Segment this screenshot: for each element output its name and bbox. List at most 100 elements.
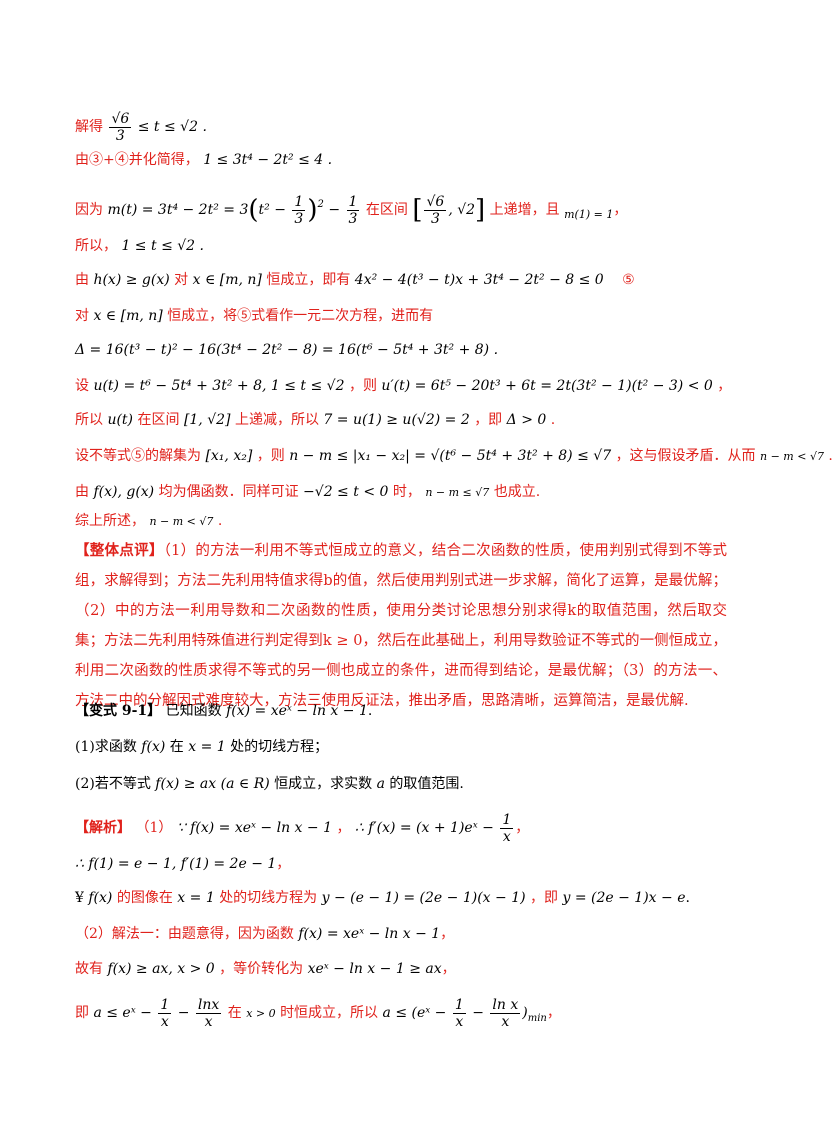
frac-den: x — [502, 828, 511, 845]
frac-den: x — [455, 1013, 464, 1030]
solution-line-5: 故有 f(x) ≥ ax, x > 0 ，等价转化为 xeˣ − ln x − … — [75, 959, 456, 979]
text-method1: （2）解法一：由题意得，因为函数 — [75, 926, 294, 942]
math-range: 1 ≤ t ≤ √2 . — [121, 238, 204, 254]
variant-label: 【变式 9-1】 — [75, 703, 162, 719]
math-inequality: ≤ t ≤ √2 . — [137, 119, 207, 135]
question-1: (1)求函数 f(x) 在 x = 1 处的切线方程； — [75, 737, 328, 757]
text-q1: (1)求函数 — [75, 739, 137, 755]
subscript-min: min — [527, 1013, 547, 1024]
text-comma: ， — [441, 961, 456, 977]
frac-num: ln x — [490, 996, 521, 1014]
paren-close: ) — [307, 195, 318, 225]
text-hence: 故有 — [75, 961, 103, 977]
text-tangent-eq: 处的切线方程为 — [219, 890, 318, 906]
text-dui: 对 — [174, 272, 189, 288]
text-ji: 即 — [75, 1005, 89, 1021]
solution-line-2: ∴ f(1) = e − 1, f′(1) = 2e − 1， — [75, 854, 290, 874]
math-x-in-mn-2: x ∈ [m, n] — [93, 308, 163, 324]
math-a: a — [376, 776, 385, 792]
text-range: 的取值范围. — [389, 776, 464, 792]
text-increasing: 上递增，且 — [489, 202, 560, 218]
yen-symbol: ¥ — [75, 890, 84, 906]
math-u-prime: u′(t) = 6t⁵ − 20t³ + 6t = 2t(3t² − 1)(t²… — [381, 378, 713, 394]
text-treat: 恒成立，将⑤式看作一元二次方程，进而有 — [167, 308, 434, 324]
text-comma: ， — [336, 820, 351, 836]
even-function-line: 由 f(x), g(x) 均为偶函数．同样可证 −√2 ≤ t < 0 时， n… — [75, 482, 540, 503]
math-x-in-mn: x ∈ [m, n] — [192, 272, 262, 288]
frac-den: x — [501, 1013, 510, 1030]
overall-review: 【整体点评】（1）的方法一利用不等式恒成立的意义，结合二次函数的性质，使用判别式… — [75, 536, 727, 716]
combine-line: 由③+④并化简得， 1 ≤ 3t⁴ − 2t² ≤ 4 . — [75, 150, 332, 170]
math-minus: − — [467, 1005, 489, 1021]
decreasing-line: 所以 u(t) 在区间 [1, √2] 上递减，所以 7 = u(1) ≥ u(… — [75, 410, 555, 430]
bracket-close: ] — [475, 195, 486, 225]
text-comma: ， — [717, 378, 732, 394]
text-always: 恒成立，即有 — [266, 272, 351, 288]
text-period: . — [367, 703, 373, 719]
frac-num: 1 — [500, 811, 514, 829]
math-u: u(t) — [107, 412, 134, 428]
delta-line: Δ = 16(t³ − t)² − 16(3t⁴ − 2t² − 8) = 16… — [75, 340, 498, 360]
text-because: 因为 — [75, 202, 103, 218]
text-period: . — [685, 890, 690, 906]
text-always-so: 时恒成立，所以 — [280, 1005, 379, 1021]
text-comma: ， — [276, 856, 291, 872]
solution-set-line: 设不等式⑤的解集为 [x₁, x₂] ，则 n − m ≤ |x₁ − x₂| … — [75, 446, 833, 467]
math-a-le-min: a ≤ (eˣ − — [382, 1005, 451, 1021]
solution-line-1: 【解析】 （1） ∵ f(x) = xeˣ − ln x − 1 ， ∴ f′(… — [75, 808, 529, 848]
text-summary: 综上所述， — [75, 513, 145, 529]
solution-line-3: ¥ f(x) 的图像在 x = 1 处的切线方程为 y − (e − 1) = … — [75, 888, 690, 908]
circled-five: ⑤ — [622, 272, 635, 288]
text-zai: 在 — [169, 739, 184, 755]
text-you: 由 — [75, 272, 89, 288]
text-ji: ，即 — [530, 890, 559, 906]
text-part1: （1） — [135, 820, 173, 836]
math-x1: x = 1 — [188, 739, 226, 755]
frac-num: 1 — [158, 996, 172, 1014]
analysis-label: 【解析】 — [75, 820, 131, 836]
text-period: . — [828, 448, 833, 464]
text-jiede: 解得 — [75, 119, 103, 135]
frac-num: 1 — [292, 193, 306, 211]
math-function-def-2: f(x) = xeˣ − ln x − 1 — [298, 926, 441, 942]
math-x-pos: x > 0 — [246, 1007, 276, 1020]
text-find: 恒成立，求实数 — [274, 776, 373, 792]
math-function-def: f(x) = xeˣ − ln x − 1 — [226, 703, 368, 719]
frac-den: 3 — [115, 127, 125, 144]
frac-den: 3 — [294, 210, 304, 227]
frac-den: x — [204, 1013, 213, 1030]
math-minus: − — [173, 1005, 194, 1021]
treat-line: 对 x ∈ [m, n] 恒成立，将⑤式看作一元二次方程，进而有 — [75, 306, 433, 326]
text-tangent: 处的切线方程； — [230, 739, 329, 755]
frac-den: 3 — [430, 210, 440, 227]
text-you: 由 — [75, 484, 89, 500]
text-comma: ， — [515, 820, 530, 836]
text-contradiction: ，这与假设矛盾．从而 — [615, 448, 756, 464]
math-ineq-x-pos: f(x) ≥ ax, x > 0 — [107, 961, 215, 977]
text-graph: 的图像在 — [116, 890, 173, 906]
math-x1: x = 1 — [177, 890, 215, 906]
text-period: . — [550, 412, 556, 428]
math-delta: Δ = 16(t³ − t)² − 16(3t⁴ − 2t² − 8) = 16… — [75, 342, 499, 358]
summary-line: 综上所述， n − m < √7 . — [75, 511, 222, 532]
math-m-of-t: m(t) = 3t⁴ − 2t² = 3 — [107, 202, 249, 218]
math-u-values: 7 = u(1) ≥ u(√2) = 2 — [323, 412, 470, 428]
text-combine: 由③+④并化简得， — [75, 152, 199, 168]
math-since: ∵ f(x) = xeˣ − ln x − 1 — [176, 820, 332, 836]
question-2: (2)若不等式 f(x) ≥ ax (a ∈ R) 恒成立，求实数 a 的取值范… — [75, 774, 464, 794]
text-interval: 在区间 — [137, 412, 180, 428]
frac-num: lnx — [195, 996, 222, 1014]
solution-line-4: （2）解法一：由题意得，因为函数 f(x) = xeˣ − ln x − 1， — [75, 924, 454, 944]
math-t-squared: t² − — [258, 202, 291, 218]
text-interval: 在区间 — [365, 202, 408, 218]
math-ineq: f(x) ≥ ax (a ∈ R) — [155, 776, 270, 792]
